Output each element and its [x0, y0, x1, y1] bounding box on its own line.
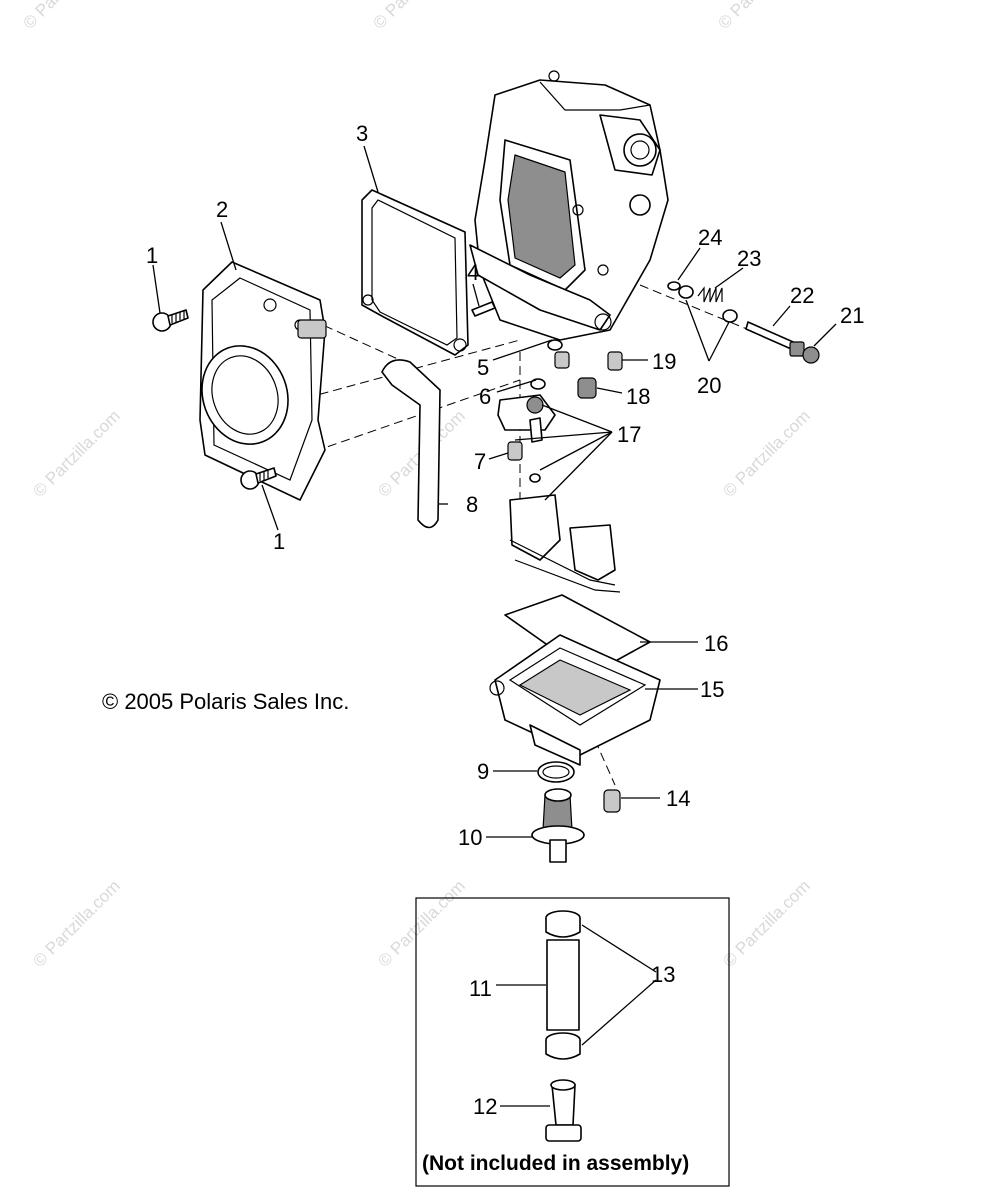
part-18-jet [577, 377, 597, 399]
callout-4: 4 [467, 260, 479, 285]
callout-14: 14 [666, 786, 690, 811]
callout-20: 20 [697, 373, 721, 398]
watermark: © Partzilla.com [29, 406, 123, 500]
callout-1: 1 [146, 243, 158, 268]
part-1-screw-upper [152, 309, 189, 332]
part-13-clamp-lower [545, 1032, 581, 1060]
box-caption: (Not included in assembly) [422, 1152, 689, 1175]
watermarks: © Partzilla.com © Partzilla.com © Partzi… [19, 0, 813, 971]
part-15-float-bowl [489, 634, 661, 766]
part-9-oring [537, 761, 575, 783]
callout-11: 11 [469, 976, 492, 1001]
part-20-washer-b [722, 309, 738, 323]
callout-7: 7 [474, 449, 486, 474]
callout-10: 10 [458, 825, 482, 850]
part-4-pin [471, 301, 496, 317]
part-10-drain-fitting [531, 788, 585, 863]
part-11-tube [546, 939, 580, 1031]
part-3-gasket [361, 189, 469, 356]
part-14-screw [603, 789, 621, 813]
leader-lines [152, 145, 837, 1107]
callout-12: 12 [473, 1094, 497, 1119]
callout-9: 9 [477, 759, 489, 784]
watermark: © Partzilla.com [19, 0, 113, 33]
callout-5: 5 [477, 355, 489, 380]
part-17-float-assembly [497, 394, 621, 593]
callout-3: 3 [356, 121, 368, 146]
callout-18: 18 [626, 384, 650, 409]
watermark: © Partzilla.com [374, 876, 468, 970]
callout-21: 21 [840, 303, 864, 328]
callout-23: 23 [737, 246, 761, 271]
watermark: © Partzilla.com [29, 876, 123, 970]
watermark: © Partzilla.com [719, 876, 813, 970]
callout-1: 1 [273, 529, 285, 554]
carburetor-body [469, 70, 669, 341]
part-19-jet [607, 351, 623, 371]
watermark: © Partzilla.com [714, 0, 808, 33]
part-20-washer-a [678, 285, 694, 299]
callout-17: 17 [617, 422, 641, 447]
part-1-screw-lower [240, 467, 277, 490]
callout-13: 13 [651, 962, 675, 987]
part-2-intake-adapter [199, 261, 327, 501]
callout-16: 16 [704, 631, 728, 656]
callout-8: 8 [466, 492, 478, 517]
callout-15: 15 [700, 677, 724, 702]
part-12-fitting [545, 1079, 582, 1142]
part-23-spring [697, 286, 723, 303]
callout-24: 24 [698, 225, 722, 250]
not-included-box: (Not included in assembly) [415, 897, 730, 1187]
part-21-cap [802, 346, 820, 364]
part-8-hose [381, 359, 441, 529]
watermark: © Partzilla.com [719, 406, 813, 500]
copyright-text: © 2005 Polaris Sales Inc. [102, 689, 349, 714]
callout-22: 22 [790, 283, 814, 308]
callouts: 1 2 3 4 5 6 7 8 1 9 10 11 12 13 14 15 16… [146, 121, 864, 1119]
part-7-screw [507, 441, 523, 461]
part-13-clamp-upper [545, 910, 581, 938]
part-24-oring [667, 281, 681, 291]
watermark: © Partzilla.com [369, 0, 463, 33]
parts-5-6-orings [530, 339, 570, 390]
callout-2: 2 [216, 197, 228, 222]
callout-6: 6 [479, 384, 491, 409]
part-22-pilot-screw [745, 321, 805, 357]
callout-19: 19 [652, 349, 676, 374]
